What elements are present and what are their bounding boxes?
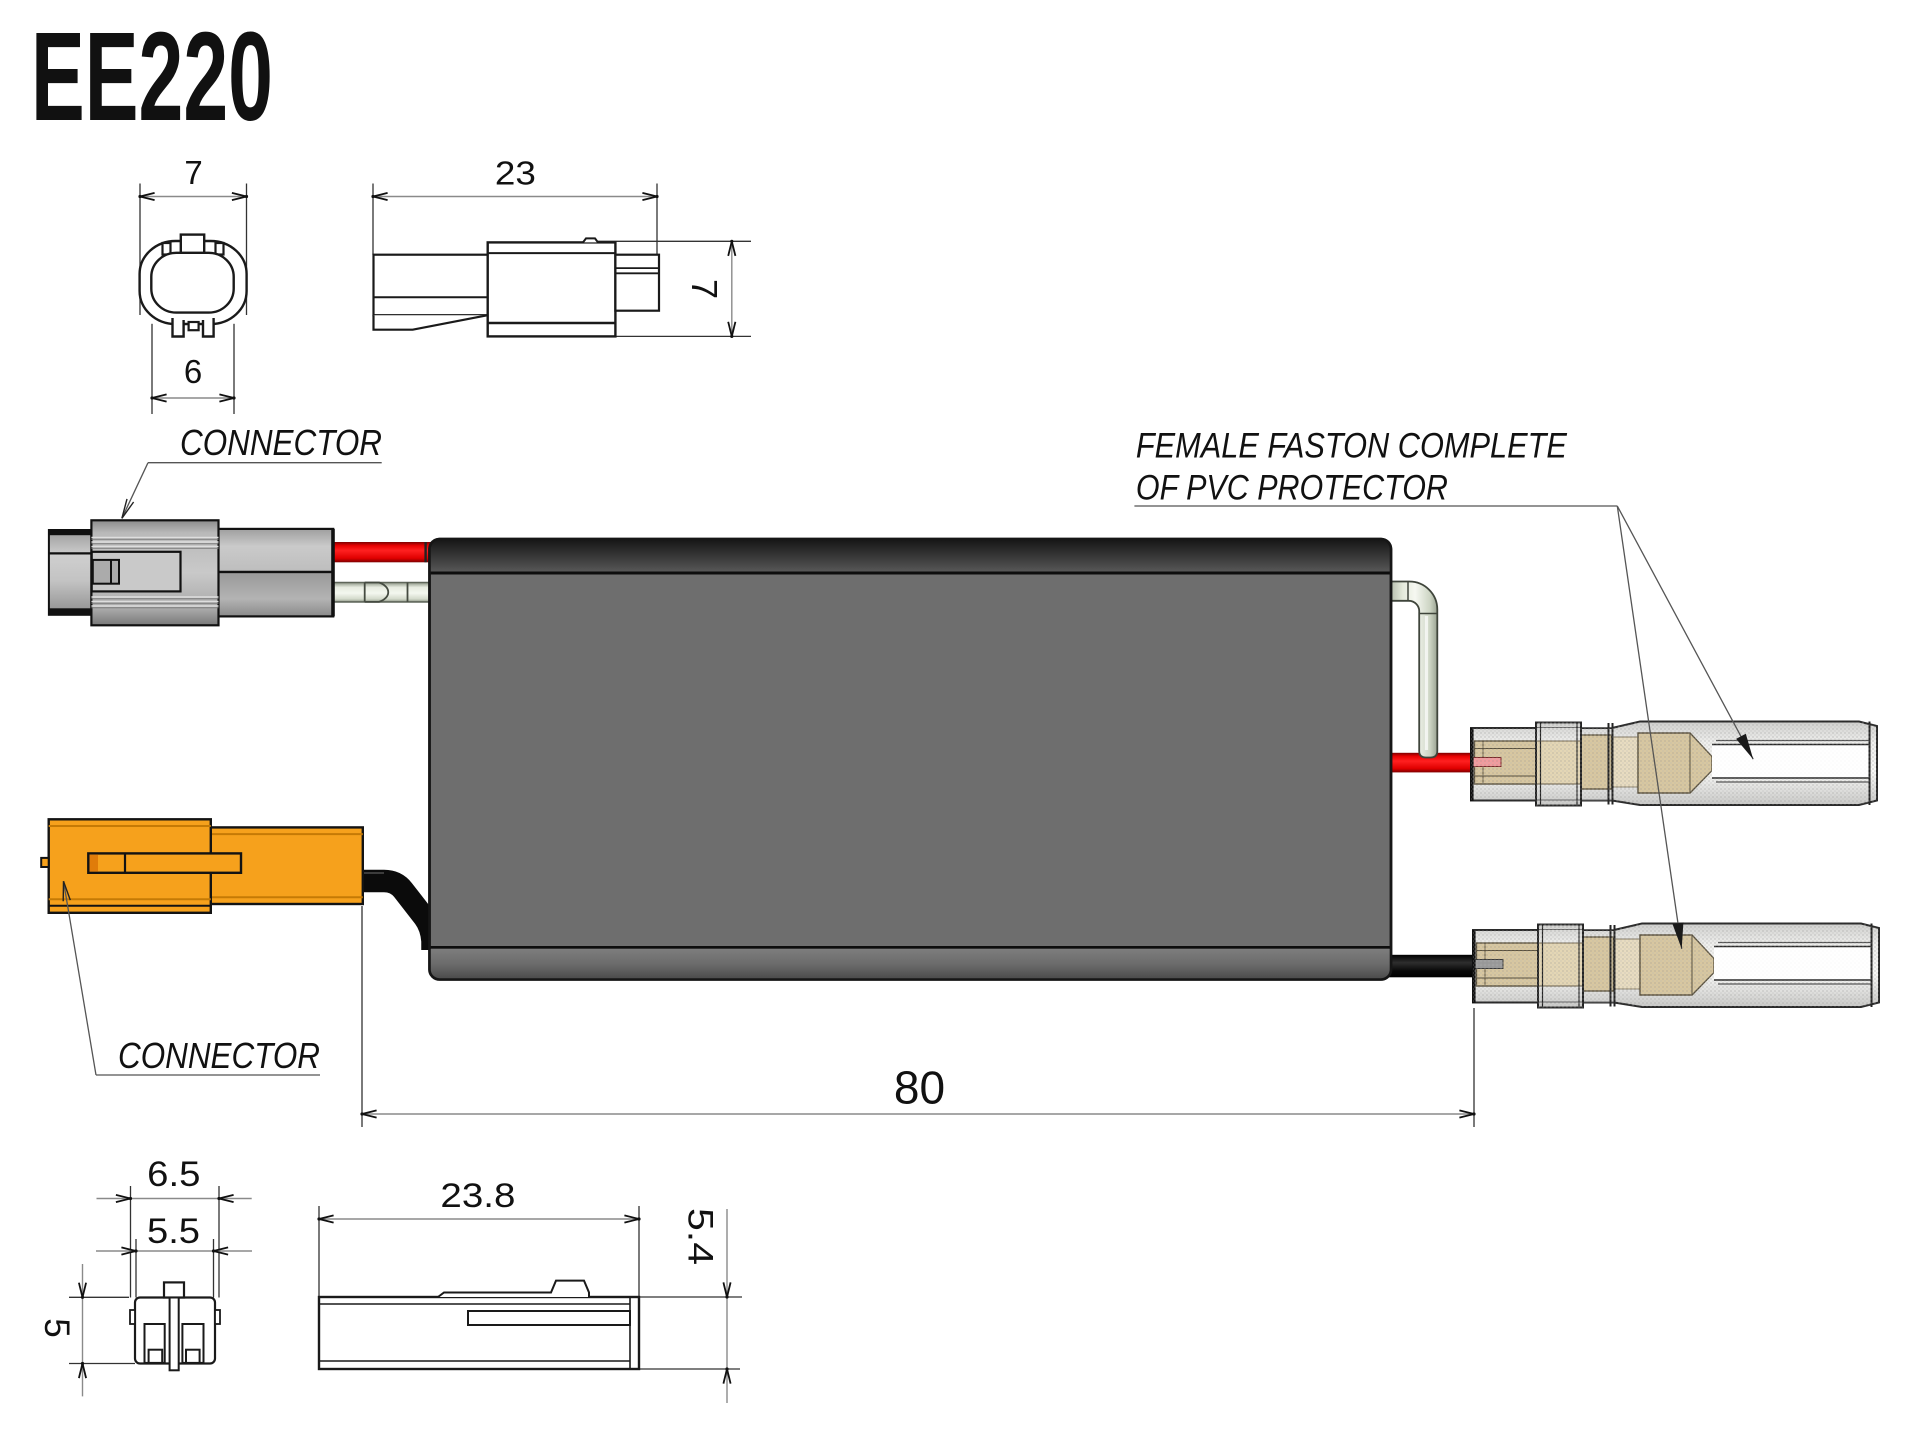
svg-text:7: 7 — [184, 154, 202, 191]
svg-text:FEMALE FASTON COMPLETE: FEMALE FASTON COMPLETE — [1136, 427, 1568, 466]
svg-text:7: 7 — [684, 279, 725, 299]
svg-text:6.5: 6.5 — [147, 1155, 200, 1194]
svg-text:6: 6 — [184, 353, 202, 390]
svg-text:80: 80 — [894, 1062, 945, 1114]
svg-text:5.5: 5.5 — [147, 1212, 200, 1251]
svg-text:OF PVC PROTECTOR: OF PVC PROTECTOR — [1136, 469, 1448, 508]
svg-text:5: 5 — [37, 1318, 76, 1337]
svg-text:CONNECTOR: CONNECTOR — [118, 1035, 320, 1076]
svg-text:EE220: EE220 — [31, 6, 273, 147]
svg-text:5.4: 5.4 — [680, 1208, 719, 1265]
svg-text:CONNECTOR: CONNECTOR — [180, 422, 382, 463]
svg-text:23: 23 — [495, 154, 536, 191]
svg-text:23.8: 23.8 — [440, 1177, 515, 1215]
